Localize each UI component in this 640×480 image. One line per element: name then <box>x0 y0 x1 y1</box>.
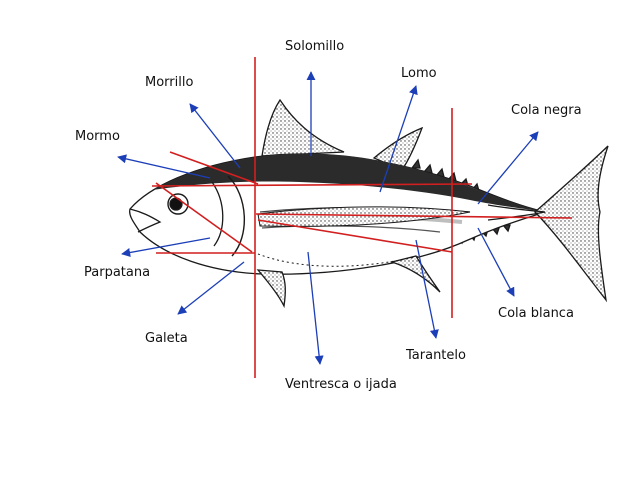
label-tarantelo: Tarantelo <box>405 348 466 363</box>
cut-line-ventresca-diagonal <box>257 219 453 253</box>
label-mormo: Mormo <box>75 129 120 144</box>
fish-back-shading <box>152 153 545 212</box>
cut-line-dorsal <box>151 183 473 187</box>
pectoral-fin <box>257 206 471 227</box>
tuna-illustration <box>129 98 609 309</box>
pelvic-fin <box>256 269 286 309</box>
cut-labels: Solomillo Lomo Morrillo Cola negra Mormo… <box>75 39 582 392</box>
label-galeta: Galeta <box>145 331 188 346</box>
arrow-mormo <box>117 154 211 179</box>
label-cola-blanca: Cola blanca <box>498 306 574 321</box>
anal-fin <box>389 255 441 293</box>
arrow-parpatana <box>121 237 211 258</box>
label-ventresca: Ventresca o ijada <box>285 377 397 392</box>
gill-cover <box>227 175 245 257</box>
arrow-cola-negra <box>477 131 539 205</box>
cut-line-midline <box>255 213 573 219</box>
arrow-galeta <box>177 261 245 315</box>
label-parpatana: Parpatana <box>84 265 150 280</box>
cut-line-mormo-diagonal <box>155 182 253 253</box>
cut-line-morrillo-diagonal <box>169 151 259 185</box>
arrow-lomo <box>379 85 418 193</box>
label-solomillo: Solomillo <box>285 39 344 54</box>
label-lomo: Lomo <box>401 66 437 81</box>
first-dorsal-fin <box>261 98 345 157</box>
arrow-tarantelo <box>415 239 439 339</box>
arrow-morrillo <box>189 103 241 169</box>
cut-lines <box>151 57 573 378</box>
caudal-fin <box>534 145 609 303</box>
label-morrillo: Morrillo <box>145 75 193 90</box>
arrow-ventresca <box>307 251 324 365</box>
pointer-arrows <box>117 71 539 365</box>
label-cola-negra: Cola negra <box>511 103 582 118</box>
arrow-cola-blanca <box>477 227 515 297</box>
second-dorsal-fin <box>372 126 424 171</box>
